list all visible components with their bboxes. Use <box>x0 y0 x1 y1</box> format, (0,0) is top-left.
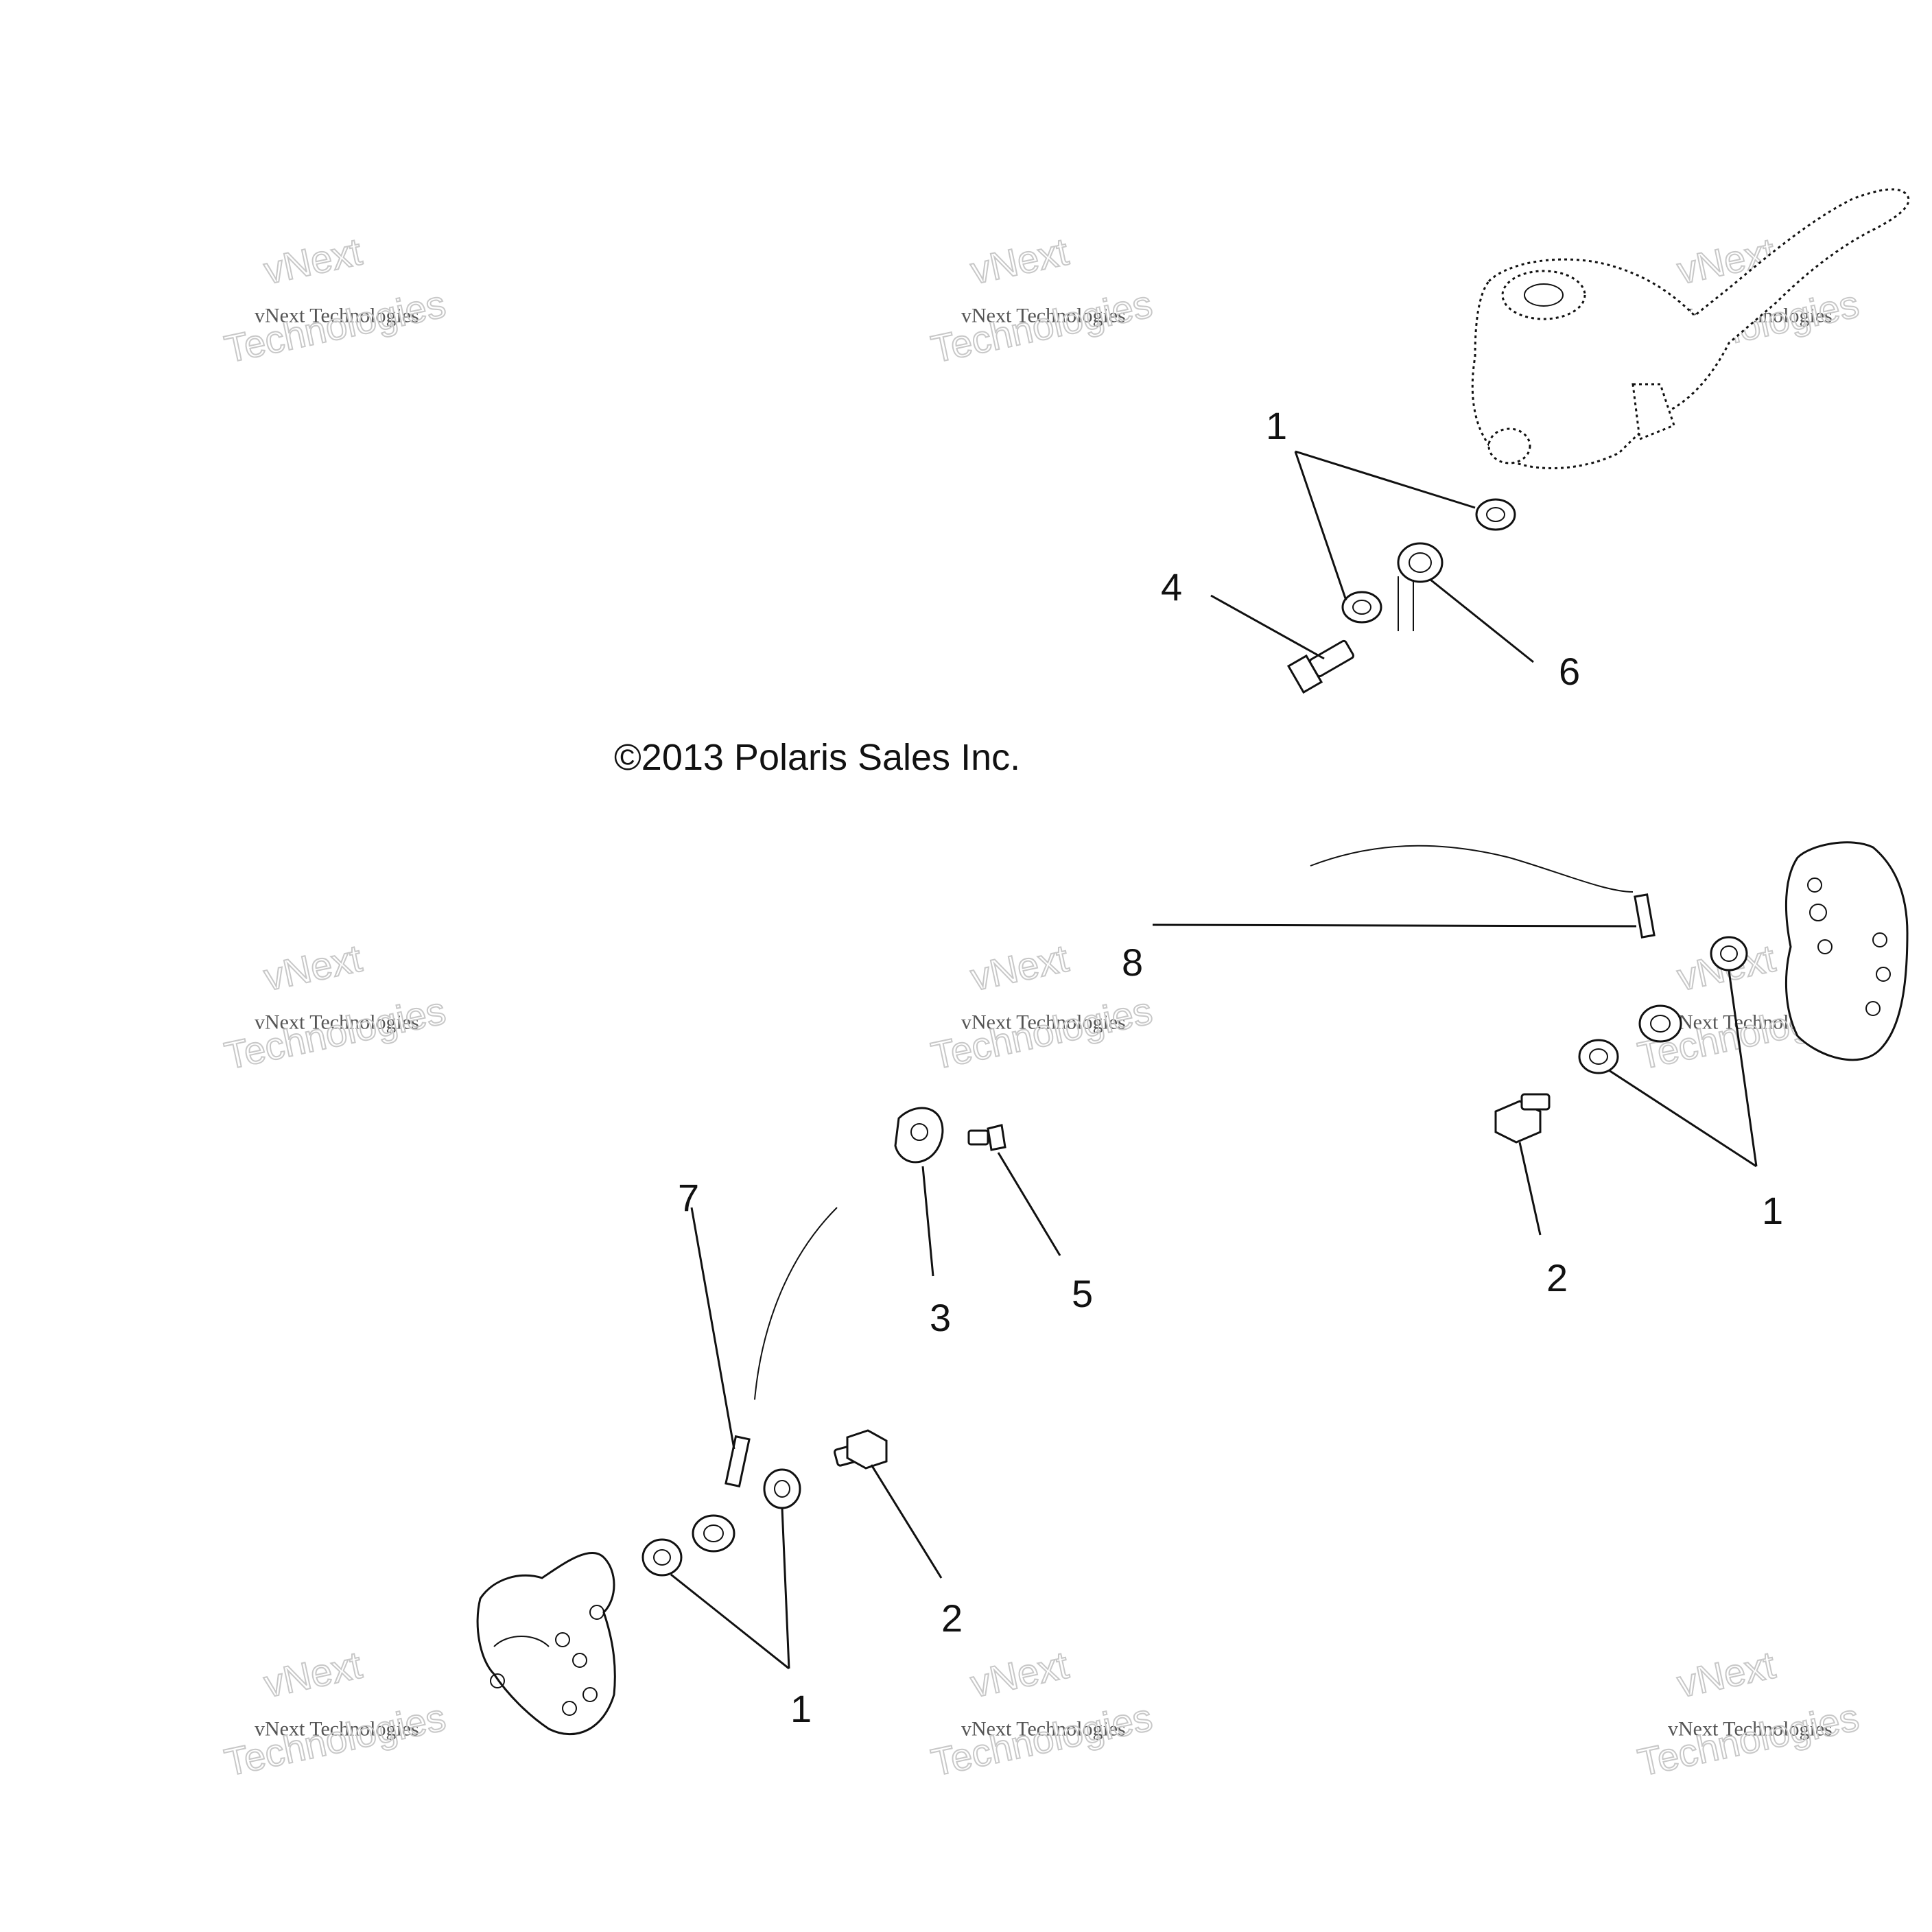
washer-part <box>641 1538 683 1577</box>
watermark-text-large: vNext <box>260 1643 366 1706</box>
callout-number: 7 <box>678 1176 699 1219</box>
banjo-fitting-part <box>1397 542 1444 583</box>
watermark-text-large: Technologies <box>221 989 449 1078</box>
watermark-text-large: vNext <box>260 936 366 999</box>
washer-part <box>1341 591 1382 624</box>
top-fasteners <box>1286 498 1516 694</box>
watermark-text-large: Technologies <box>1634 1695 1863 1784</box>
banjo-bolt-part <box>1494 1093 1551 1144</box>
left-caliper-illustration <box>476 1552 616 1736</box>
banjo-bolt-part <box>834 1429 888 1470</box>
callout-number: 6 <box>1559 650 1580 693</box>
callout-number: 5 <box>1072 1272 1093 1315</box>
banjo-bolt-part <box>1286 639 1354 694</box>
watermark-text-large: Technologies <box>928 989 1156 1078</box>
watermark: vNext vNext Technologies Technologies <box>927 229 1157 372</box>
callout-number: 1 <box>1762 1189 1783 1232</box>
callout-number: 2 <box>1546 1256 1568 1299</box>
washer-part <box>1475 498 1516 531</box>
watermark-text-large: vNext <box>967 230 1072 292</box>
watermark-text-small: vNext Technologies <box>961 1717 1126 1740</box>
watermark-text-large: vNext <box>1673 1643 1779 1706</box>
brake-line-8-illustration <box>1310 845 1682 1043</box>
watermark-text-small: vNext Technologies <box>255 304 419 327</box>
callout-number: 4 <box>1161 565 1182 609</box>
watermark: vNext vNext Technologies Technologies <box>220 936 450 1079</box>
master-cylinder-illustration <box>1471 188 1910 469</box>
watermark: vNext vNext Technologies Technologies <box>220 229 450 372</box>
watermark-text-small: vNext Technologies <box>1668 1717 1833 1740</box>
watermark: vNext vNext Technologies Technologies <box>220 1642 450 1785</box>
right-caliper-illustration <box>1784 841 1909 1061</box>
washer-part <box>763 1468 801 1509</box>
watermark-text-small: vNext Technologies <box>255 1717 419 1740</box>
watermark-text-large: Technologies <box>928 282 1156 371</box>
watermark-text-large: vNext <box>260 230 366 292</box>
copyright-notice: ©2013 Polaris Sales Inc. <box>614 737 1020 778</box>
washer-part <box>1710 936 1748 971</box>
callout-number: 1 <box>1266 404 1287 447</box>
watermark-text-large: vNext <box>967 936 1072 999</box>
watermark-text-small: vNext Technologies <box>961 1011 1126 1033</box>
watermark-text-large: vNext <box>967 1643 1072 1706</box>
washer-part <box>1578 1039 1619 1074</box>
left-fasteners <box>641 1429 888 1577</box>
watermark-text-small: vNext Technologies <box>961 304 1126 327</box>
callout-number: 2 <box>941 1597 963 1640</box>
watermark: vNext vNext Technologies Technologies <box>927 1642 1157 1785</box>
leader-lines <box>670 450 1758 1670</box>
callout-number: 1 <box>790 1687 812 1730</box>
watermark: vNext vNext Technologies Technologies <box>927 936 1157 1079</box>
watermark-text-large: Technologies <box>928 1695 1156 1784</box>
callout-number: 8 <box>1122 941 1143 984</box>
line-clip-part <box>894 1107 944 1164</box>
watermark: vNext vNext Technologies Technologies <box>1634 1642 1863 1785</box>
watermark-text-large: Technologies <box>221 1695 449 1784</box>
callout-number: 3 <box>930 1296 951 1339</box>
right-fasteners <box>1494 936 1748 1144</box>
watermark-text-small: vNext Technologies <box>255 1011 419 1033</box>
brake-line-7-illustration <box>692 1207 838 1553</box>
screw-part <box>967 1124 1006 1151</box>
watermark-text-large: Technologies <box>221 282 449 371</box>
